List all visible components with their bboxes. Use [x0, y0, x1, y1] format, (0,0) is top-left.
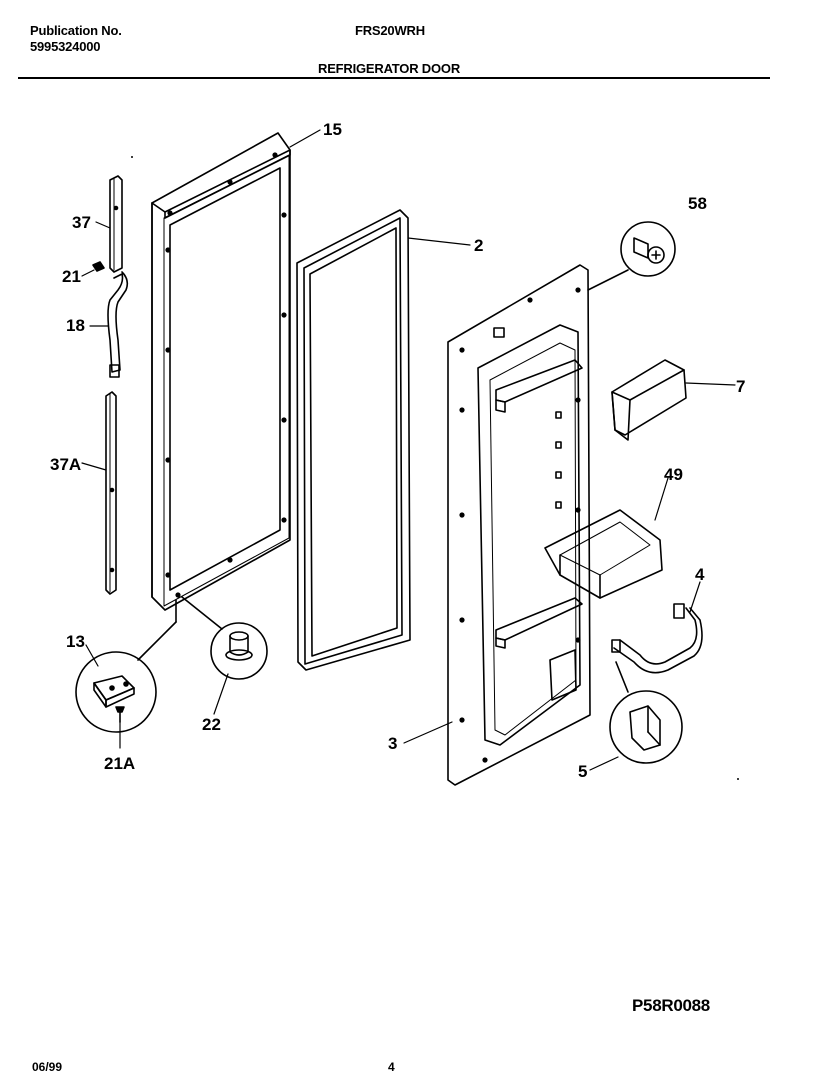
- dairy-door-part-7: [611, 359, 687, 441]
- header-rule: [18, 77, 770, 79]
- callout-49: 49: [664, 465, 683, 484]
- handle-part-18: [107, 271, 129, 378]
- callout-2: 2: [474, 236, 483, 255]
- publication-number: 5995324000: [30, 39, 101, 54]
- callout-15: 15: [323, 120, 342, 139]
- callout-7: 7: [736, 377, 745, 396]
- callout-3: 3: [388, 734, 397, 753]
- section-title: REFRIGERATOR DOOR: [318, 61, 461, 76]
- diagram-code: P58R0088: [632, 996, 710, 1015]
- callout-58: 58: [688, 194, 707, 213]
- door-frame-part-15: [151, 132, 291, 611]
- callout-37a: 37A: [50, 455, 81, 474]
- clip-part-5: [609, 661, 683, 764]
- callout-13: 13: [66, 632, 85, 651]
- callout-5: 5: [578, 762, 587, 781]
- screw-part-21a: [115, 706, 125, 723]
- callout-22: 22: [202, 715, 221, 734]
- screw-part-58: [587, 221, 676, 291]
- bushing-part-22: [181, 596, 268, 680]
- footer-date: 06/99: [32, 1060, 63, 1074]
- trim-strip-part-37: [109, 175, 123, 273]
- leader-lines: [81, 129, 736, 771]
- trim-strip-part-37a: [105, 391, 117, 595]
- footer-page-number: 4: [388, 1060, 395, 1074]
- publication-label: Publication No.: [30, 23, 122, 38]
- hinge-part-13: [75, 599, 177, 733]
- door-bin-part-49: [544, 509, 663, 599]
- inner-liner-part-3: [447, 264, 591, 786]
- bin-retainer-part-4: [611, 603, 703, 674]
- callout-4: 4: [695, 565, 705, 584]
- callout-37: 37: [72, 213, 91, 232]
- callout-21: 21: [62, 267, 81, 286]
- callout-21a: 21A: [104, 754, 135, 773]
- door-gasket-part-2: [296, 209, 411, 671]
- screw-part-21: [92, 261, 105, 272]
- callout-18: 18: [66, 316, 85, 335]
- model-number: FRS20WRH: [355, 23, 425, 38]
